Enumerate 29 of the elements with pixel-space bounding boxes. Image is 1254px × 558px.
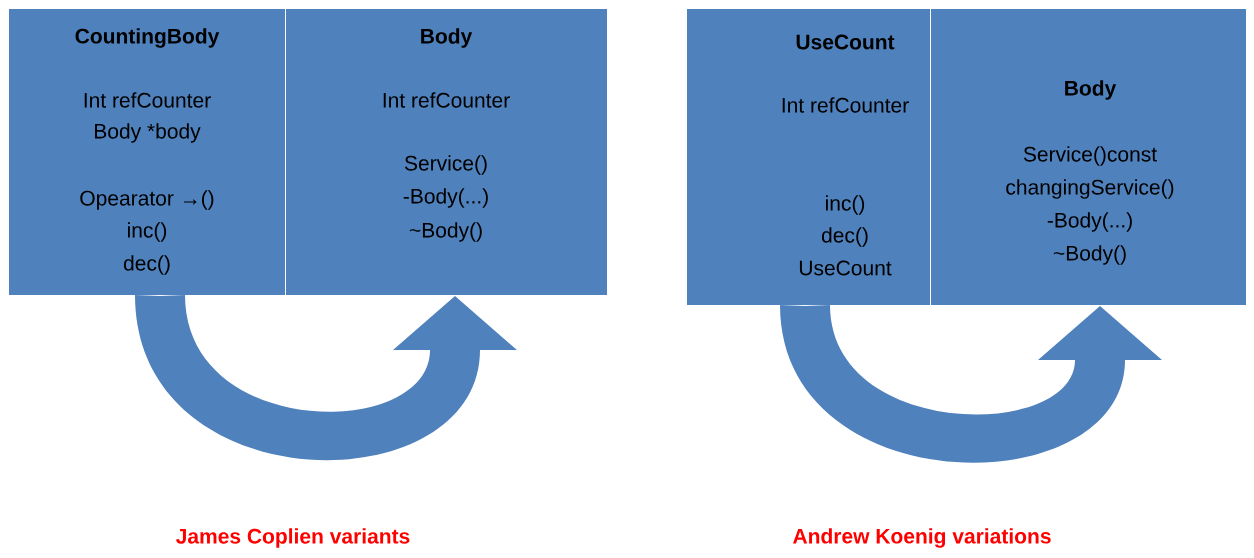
u-turn-arrow [135,295,517,460]
class-name: Body [421,28,473,48]
variant-caption: James Coplien variants [176,528,410,548]
class-name: CountingBody [75,28,220,48]
member-text: inc() [826,195,865,215]
member-text: dec() [821,227,868,247]
member-text: -Body(...) [403,188,488,208]
member-text: UseCount [799,260,892,276]
member-text: Int refCounter [84,92,211,108]
member-text: ~Body() [1053,245,1126,265]
member-text: Service()const [1023,146,1157,166]
member-text: ~Body() [409,222,482,242]
member-text: -Body(...) [1047,212,1132,232]
member-text: Body *body [95,123,201,143]
class-name: Body [1065,80,1117,100]
member-text: inc() [128,222,167,242]
u-turn-arrow [780,305,1162,462]
class-box [930,8,1247,306]
member-text: changingService() [1006,179,1174,199]
class-box [686,8,931,306]
member-text: dec() [123,255,170,275]
variant-caption: Andrew Koenig variations [793,528,1051,548]
class-name: UseCount [796,34,895,50]
class-box [285,8,608,296]
class-box [8,8,286,296]
member-text: Int refCounter [782,97,909,113]
member-text: Service() [404,155,487,175]
member-text: Opearator →() [80,190,214,210]
member-text: Int refCounter [383,92,510,108]
